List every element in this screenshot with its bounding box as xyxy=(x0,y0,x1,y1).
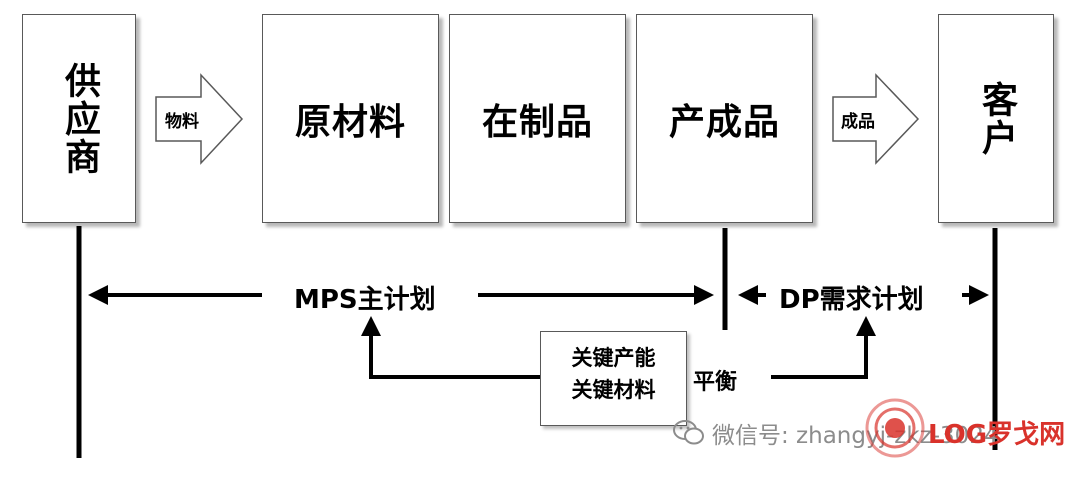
key-capacity-line: 关键产能 xyxy=(571,346,656,370)
balance-right-connector xyxy=(771,316,876,379)
mps-plan-label: MPS主计划 xyxy=(294,285,436,315)
finished-goods-box: 产成品 xyxy=(636,14,813,223)
customer-label: 客户 xyxy=(976,80,1017,157)
key-capacity-box: 关键产能 关键材料 xyxy=(540,331,687,426)
goods-arrow-label: 成品 xyxy=(841,112,875,132)
logo-target-icon xyxy=(865,398,925,458)
material-block-arrow xyxy=(155,73,244,165)
wip-label: 在制品 xyxy=(481,101,593,143)
wechat-id-text: 微信号: zhangyj-zkz-3024 xyxy=(712,423,999,449)
goods-block-arrow xyxy=(832,73,920,165)
wechat-icon xyxy=(673,420,704,445)
logo-text: LOG罗戈网 xyxy=(928,420,1066,450)
balance-label: 平衡 xyxy=(693,370,738,395)
raw-material-box: 原材料 xyxy=(262,14,439,223)
raw-material-label: 原材料 xyxy=(294,101,406,143)
dp-plan-label: DP需求计划 xyxy=(779,285,924,315)
supplier-label: 供应商 xyxy=(59,61,100,176)
supplier-box: 供应商 xyxy=(22,14,136,223)
balance-left-connector xyxy=(361,316,540,379)
finished-goods-label: 产成品 xyxy=(668,101,780,143)
customer-box: 客户 xyxy=(938,14,1054,223)
key-material-line: 关键材料 xyxy=(571,378,656,402)
wip-box: 在制品 xyxy=(449,14,626,223)
material-arrow-label: 物料 xyxy=(165,112,199,132)
